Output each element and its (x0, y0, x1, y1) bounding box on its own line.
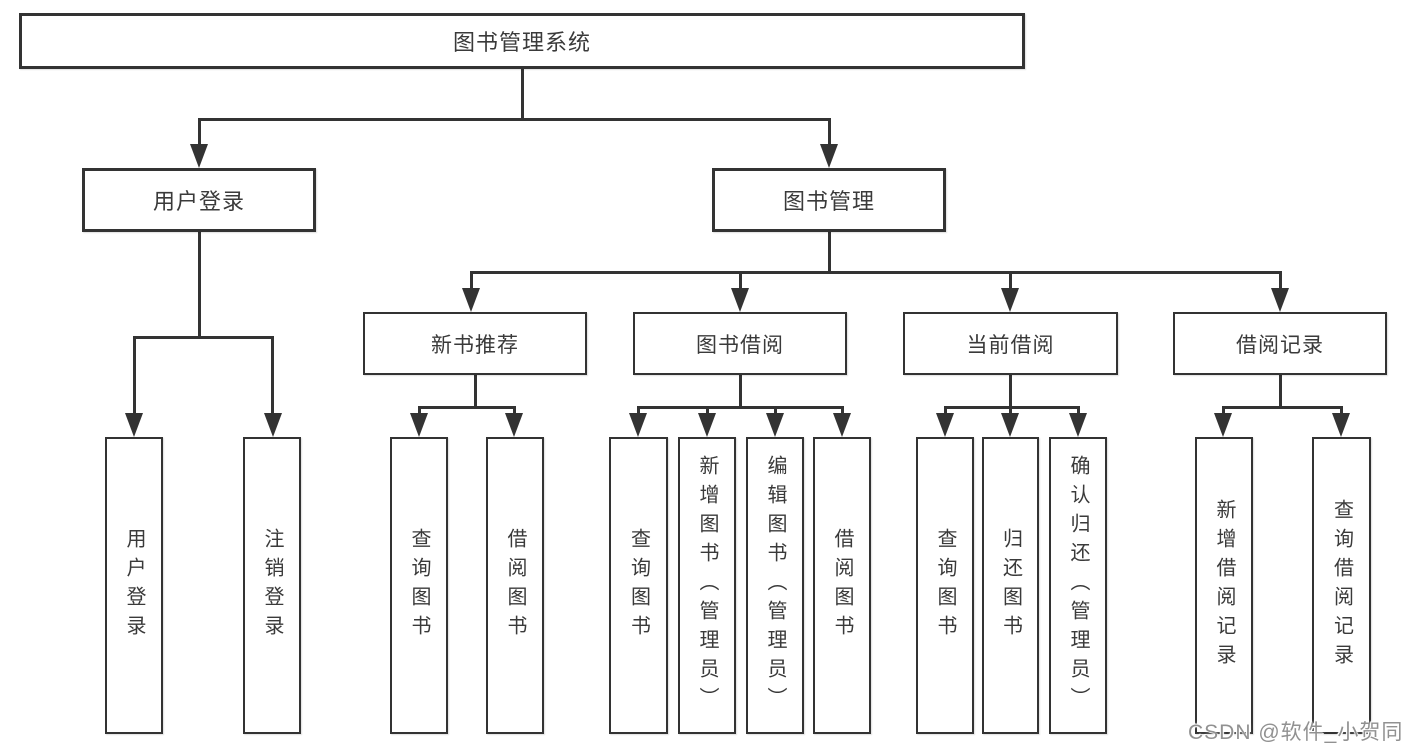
arrow-down-icon (1001, 413, 1019, 437)
arrow-down-icon (125, 413, 143, 437)
connector-segment (1076, 406, 1080, 415)
connector-segment (469, 271, 1281, 274)
arrow-down-icon (1271, 288, 1289, 312)
connector-segment (840, 406, 844, 415)
leaf-query-book-current: 查询图书 (916, 437, 974, 734)
connector-segment (773, 406, 777, 415)
arrow-down-icon (731, 288, 749, 312)
leaf-return-book: 归还图书 (982, 437, 1039, 734)
node-borrow-records: 借阅记录 (1173, 312, 1387, 375)
connector-segment (1339, 406, 1343, 415)
connector-segment (1221, 406, 1225, 415)
connector-segment (705, 406, 709, 415)
leaf-borrow-book-recommend: 借阅图书 (486, 437, 544, 734)
connector-segment (738, 375, 742, 406)
connector-segment (469, 271, 473, 288)
leaf-add-borrow-record-label: 新增借阅记录 (1213, 498, 1235, 673)
leaf-edit-book-admin-label: 编辑图书（管理员） (764, 455, 786, 716)
leaf-confirm-return-admin: 确认归还（管理员） (1049, 437, 1107, 734)
arrow-down-icon (698, 413, 716, 437)
node-book-borrowing-label: 图书借阅 (696, 333, 784, 357)
leaf-query-borrow-record-label: 查询借阅记录 (1330, 498, 1353, 673)
connector-segment (636, 406, 640, 415)
connector-segment (512, 406, 516, 415)
leaf-add-book-admin-label: 新增图书（管理员） (696, 455, 718, 716)
leaf-return-book-label: 归还图书 (999, 527, 1022, 644)
arrow-down-icon (1332, 413, 1350, 437)
leaf-user-login: 用户登录 (105, 437, 163, 734)
connector-segment (827, 118, 831, 146)
connector-segment (1278, 375, 1282, 406)
arrow-down-icon (505, 413, 523, 437)
connector-segment (636, 406, 844, 409)
csdn-watermark: CSDN @软件_小贺同学 (1188, 721, 1404, 744)
leaf-logout: 注销登录 (243, 437, 301, 734)
connector-segment (1008, 375, 1012, 406)
arrow-down-icon (629, 413, 647, 437)
leaf-confirm-return-admin-label: 确认归还（管理员） (1067, 455, 1089, 716)
connector-segment (417, 406, 516, 409)
connector-segment (132, 336, 136, 413)
leaf-query-borrow-record: 查询借阅记录 (1312, 437, 1371, 734)
connector-segment (417, 406, 421, 415)
node-current-borrowing-label: 当前借阅 (966, 333, 1055, 357)
connector-segment (197, 118, 831, 121)
node-borrow-records-label: 借阅记录 (1236, 333, 1324, 357)
arrow-down-icon (820, 144, 838, 168)
arrow-down-icon (190, 144, 208, 168)
leaf-borrow-book-borrowing-label: 借阅图书 (831, 527, 853, 644)
node-book-management-label: 图书管理 (782, 189, 875, 214)
leaf-query-book-recommend: 查询图书 (390, 437, 448, 734)
leaf-user-login-label: 用户登录 (123, 527, 145, 644)
connector-segment (738, 271, 742, 288)
connector-segment (520, 69, 524, 118)
arrow-down-icon (936, 413, 954, 437)
arrow-down-icon (766, 413, 784, 437)
arrow-down-icon (263, 413, 282, 437)
leaf-borrow-book-borrowing: 借阅图书 (813, 437, 871, 734)
leaf-add-book-admin: 新增图书（管理员） (678, 437, 736, 734)
connector-segment (1278, 271, 1282, 288)
connector-segment (827, 232, 831, 271)
leaf-add-borrow-record: 新增借阅记录 (1195, 437, 1253, 734)
leaf-edit-book-admin: 编辑图书（管理员） (746, 437, 804, 734)
connector-segment (197, 232, 201, 336)
connector-segment (197, 118, 201, 146)
leaf-query-book-borrowing-label: 查询图书 (627, 527, 650, 644)
connector-segment (132, 336, 274, 339)
connector-segment (473, 375, 477, 406)
arrow-down-icon (1001, 288, 1019, 312)
arrow-down-icon (462, 288, 480, 312)
connector-segment (1008, 271, 1012, 288)
leaf-query-book-borrowing: 查询图书 (609, 437, 668, 734)
leaf-logout-label: 注销登录 (261, 527, 283, 644)
node-user-login: 用户登录 (82, 168, 316, 232)
node-root: 图书管理系统 (19, 13, 1025, 69)
node-current-borrowing: 当前借阅 (903, 312, 1118, 375)
node-user-login-label: 用户登录 (152, 189, 245, 214)
connector-segment (271, 336, 274, 413)
arrow-down-icon (410, 413, 428, 437)
leaf-query-book-recommend-label: 查询图书 (408, 527, 430, 644)
arrow-down-icon (1069, 413, 1087, 437)
leaf-borrow-book-recommend-label: 借阅图书 (504, 527, 526, 644)
node-book-management: 图书管理 (712, 168, 946, 232)
connector-segment (943, 406, 947, 415)
connector-segment (943, 406, 1080, 409)
leaf-query-book-current-label: 查询图书 (934, 527, 956, 644)
node-new-book-recommend: 新书推荐 (363, 312, 587, 375)
node-new-book-recommend-label: 新书推荐 (431, 333, 519, 357)
connector-segment (1221, 406, 1342, 409)
arrow-down-icon (1214, 413, 1232, 437)
node-book-borrowing: 图书借阅 (633, 312, 847, 375)
connector-segment (1008, 406, 1012, 415)
arrow-down-icon (833, 413, 851, 437)
node-root-label: 图书管理系统 (452, 30, 591, 55)
